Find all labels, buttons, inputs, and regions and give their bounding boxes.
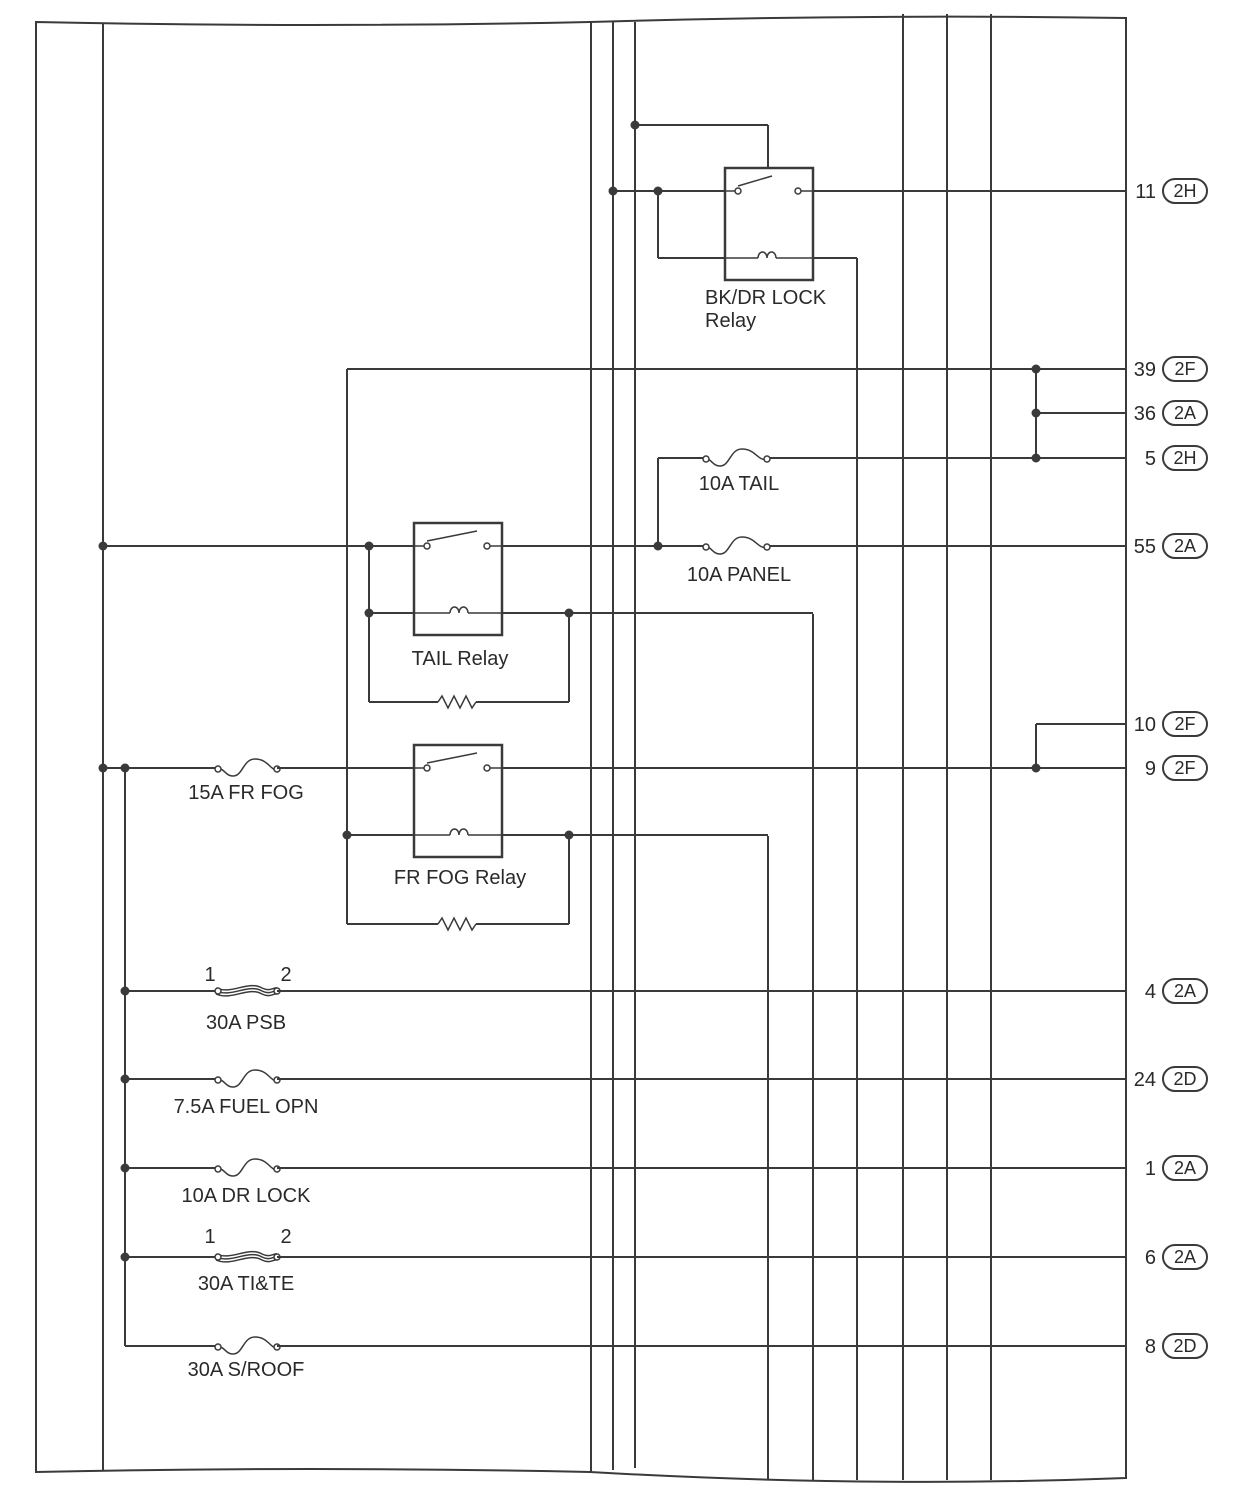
connector-pin: 8 2D: [1145, 1333, 1208, 1359]
pin-number: 24: [1134, 1069, 1156, 1091]
fuse-30a-s-roof-label: 30A S/ROOF: [188, 1359, 305, 1381]
fr-fog-relay-label: FR FOG Relay: [394, 867, 526, 889]
connector-pin: 5 2H: [1145, 445, 1208, 471]
junction-block-outline: [35, 15, 1127, 1483]
tail-circuit: 10A TAIL: [346, 364, 1126, 924]
connector-id: 2F: [1174, 714, 1195, 734]
connector-id: 2F: [1174, 758, 1195, 778]
fuse-10a-dr-lock: 10A DR LOCK: [120, 1158, 1126, 1207]
connector-id: 2D: [1173, 1069, 1196, 1089]
pin-number: 36: [1134, 403, 1156, 425]
connector-pin: 39 2F: [1134, 356, 1208, 382]
fuse-terminal-2: 2: [280, 1226, 291, 1248]
fuse-terminal-1: 1: [204, 964, 215, 986]
pin-number: 6: [1145, 1247, 1156, 1269]
connector-id: 2A: [1174, 1247, 1196, 1267]
connector-pin: 36 2A: [1134, 400, 1208, 426]
pin-number: 55: [1134, 536, 1156, 558]
fuse-7-5a-fuel-opn-label: 7.5A FUEL OPN: [174, 1096, 319, 1118]
connector-id: 2H: [1173, 181, 1196, 201]
bkdr-relay-label-2: Relay: [705, 310, 756, 332]
fuse-10a-dr-lock-label: 10A DR LOCK: [182, 1185, 312, 1207]
fuse-30a-psb-label: 30A PSB: [206, 1012, 286, 1034]
pin-number: 11: [1135, 181, 1156, 203]
pin-number: 39: [1134, 359, 1156, 381]
fuse-terminal-1: 1: [204, 1226, 215, 1248]
fr-fog-relay: 15A FR FOG FR FOG Relay: [98, 723, 1126, 932]
connector-pin: 11 2H: [1135, 178, 1208, 204]
tail-relay-label: TAIL Relay: [412, 648, 509, 670]
fuse-30a-s-roof: 30A S/ROOF: [125, 1336, 1126, 1381]
fuse-30a-ti-te: 1 2 30A TI&TE: [120, 1226, 1126, 1295]
connector-pin: 10 2F: [1134, 711, 1208, 737]
vertical-buses: [102, 14, 992, 1480]
pin-number: 10: [1134, 714, 1156, 736]
pin-number: 9: [1145, 758, 1156, 780]
connector-pin: 55 2A: [1134, 533, 1208, 559]
connector-pin: 24 2D: [1134, 1066, 1208, 1092]
connector-id: 2A: [1174, 536, 1196, 556]
fuse-terminal-2: 2: [280, 964, 291, 986]
fuse-15a-fr-fog-label: 15A FR FOG: [188, 782, 304, 804]
connector-pin: 6 2A: [1145, 1244, 1208, 1270]
bkdr-relay-label: BK/DR LOCK: [705, 287, 827, 309]
connector-id: 2A: [1174, 403, 1196, 423]
fuse-30a-ti-te-label: 30A TI&TE: [198, 1273, 294, 1295]
fuse-10a-tail-label: 10A TAIL: [699, 473, 779, 495]
pin-number: 5: [1145, 448, 1156, 470]
connector-id: 2H: [1173, 448, 1196, 468]
pin-number: 8: [1145, 1336, 1156, 1358]
pin-number: 1: [1145, 1158, 1156, 1180]
connector-pin: 9 2F: [1145, 755, 1208, 781]
connector-pin: 4 2A: [1145, 978, 1208, 1004]
connector-id: 2A: [1174, 1158, 1196, 1178]
connector-pin: 1 2A: [1145, 1155, 1208, 1181]
bkdr-lock-relay: BK/DR LOCK Relay: [608, 120, 1126, 332]
tail-relay: TAIL Relay 10A PANEL: [98, 521, 1126, 710]
connector-id: 2D: [1173, 1336, 1196, 1356]
connector-id: 2F: [1174, 359, 1195, 379]
connector-id: 2A: [1174, 981, 1196, 1001]
pin-number: 4: [1145, 981, 1156, 1003]
connector-pins: 11 2H 39 2F 36 2A 5 2H 55 2A 10 2F: [1134, 178, 1208, 1359]
fuse-10a-panel-label: 10A PANEL: [687, 564, 791, 586]
fuse-30a-psb: 1 2 30A PSB: [120, 964, 1126, 1034]
fuse-7-5a-fuel-opn: 7.5A FUEL OPN: [120, 1069, 1126, 1118]
